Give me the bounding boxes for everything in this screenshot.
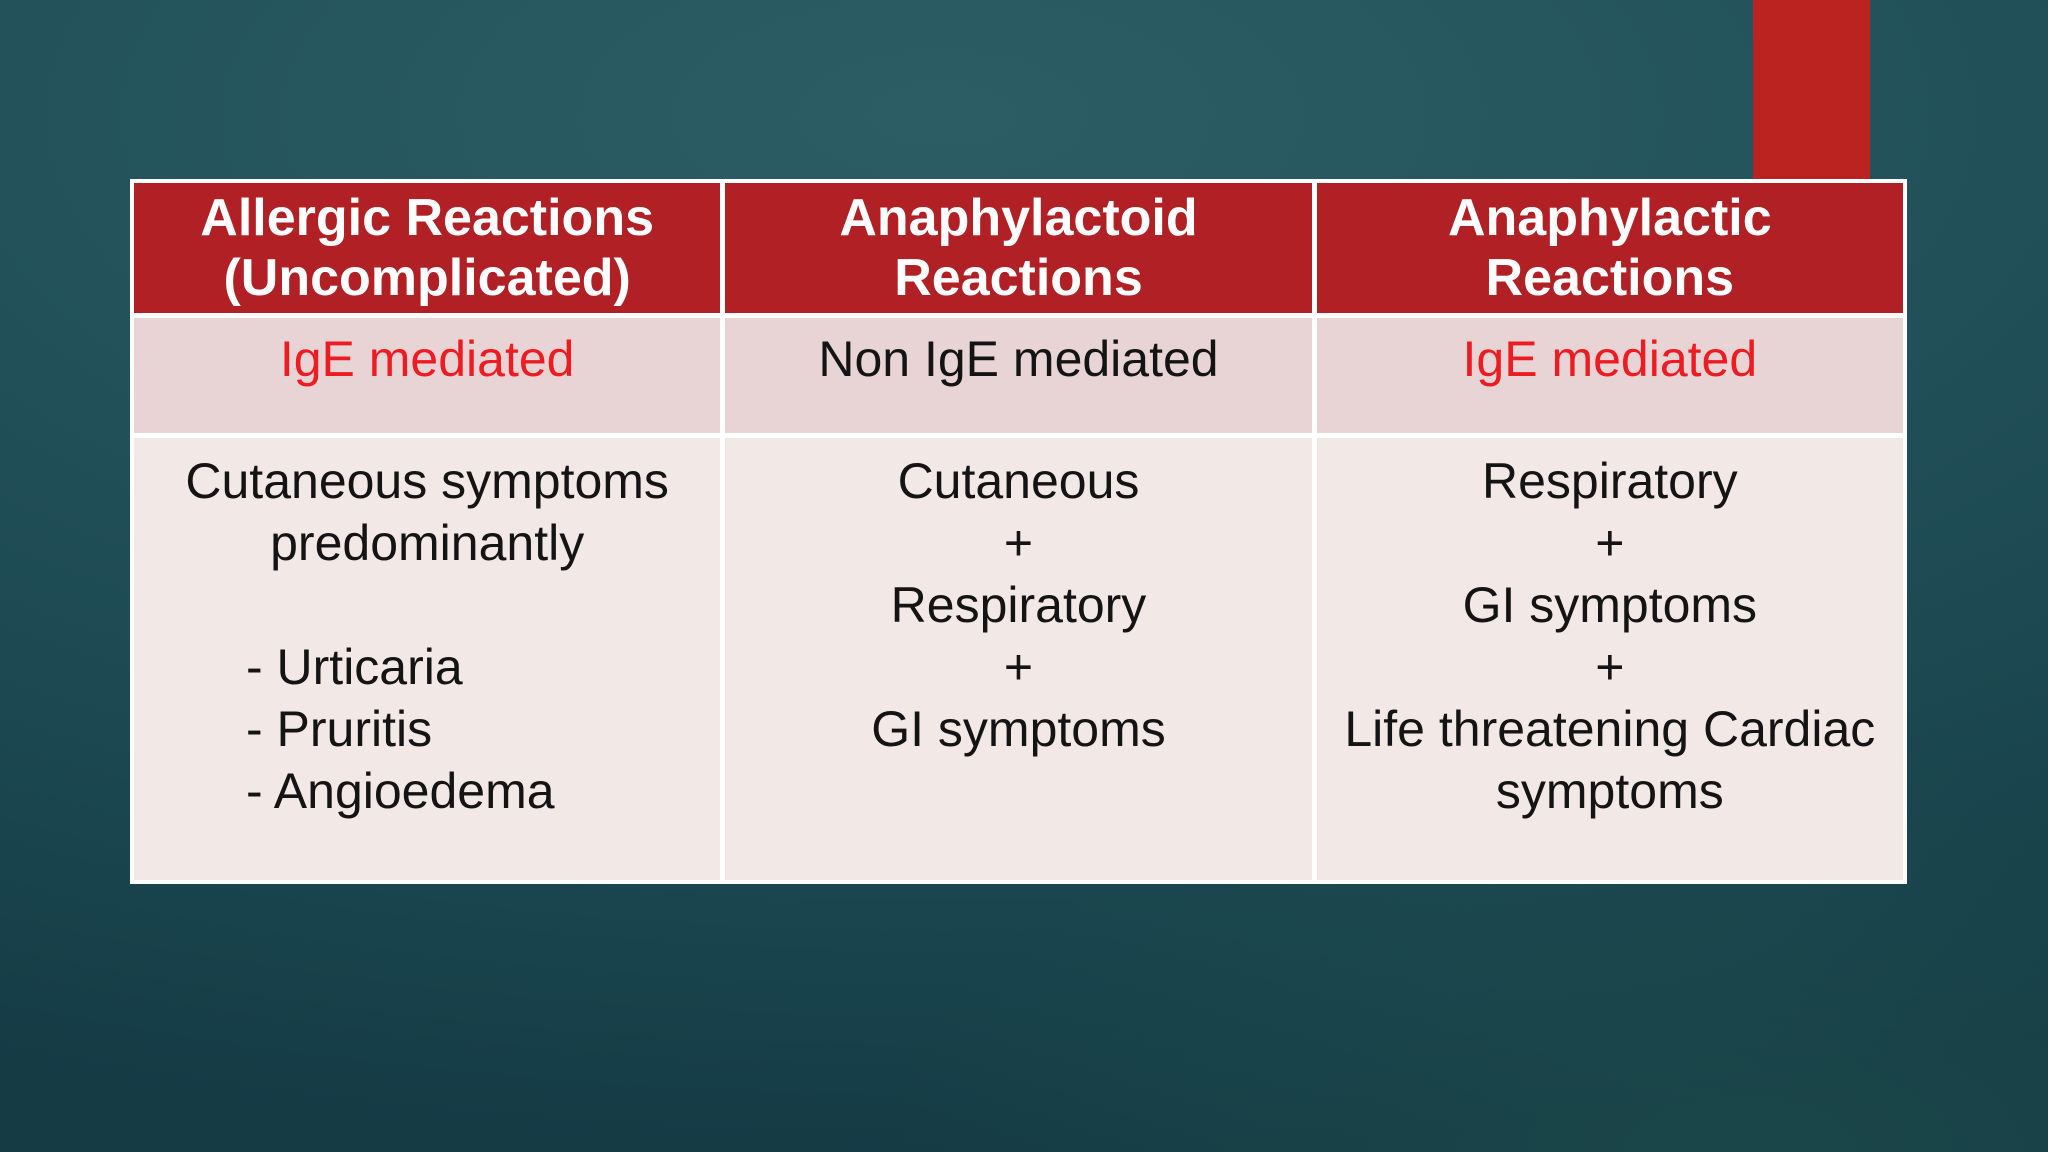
- header-cell-anaphylactoid: Anaphylactoid Reactions: [725, 183, 1312, 313]
- mediation-cell-allergic: IgE mediated: [134, 318, 721, 433]
- header-cell-anaphylactic: Anaphylactic Reactions: [1316, 183, 1903, 313]
- symptoms-bullet-list-allergic: - Urticaria - Pruritis - Angioedema: [246, 639, 555, 819]
- symptoms-cell-allergic: Cutaneous symptoms predominantly - Urtic…: [134, 438, 721, 880]
- mediation-cell-anaphylactic: IgE mediated: [1316, 318, 1903, 433]
- symptoms-cell-anaphylactic: Respiratory + GI symptoms + Life threate…: [1316, 438, 1903, 880]
- reactions-comparison-table: Allergic Reactions (Uncomplicated) Anaph…: [130, 179, 1907, 884]
- header-cell-allergic-uncomplicated: Allergic Reactions (Uncomplicated): [134, 183, 721, 313]
- accent-bar: [1753, 0, 1870, 182]
- symptoms-cell-anaphylactoid: Cutaneous + Respiratory + GI symptoms: [725, 438, 1312, 880]
- symptoms-title-allergic: Cutaneous symptoms predominantly: [185, 453, 669, 571]
- mediation-cell-anaphylactoid: Non IgE mediated: [725, 318, 1312, 433]
